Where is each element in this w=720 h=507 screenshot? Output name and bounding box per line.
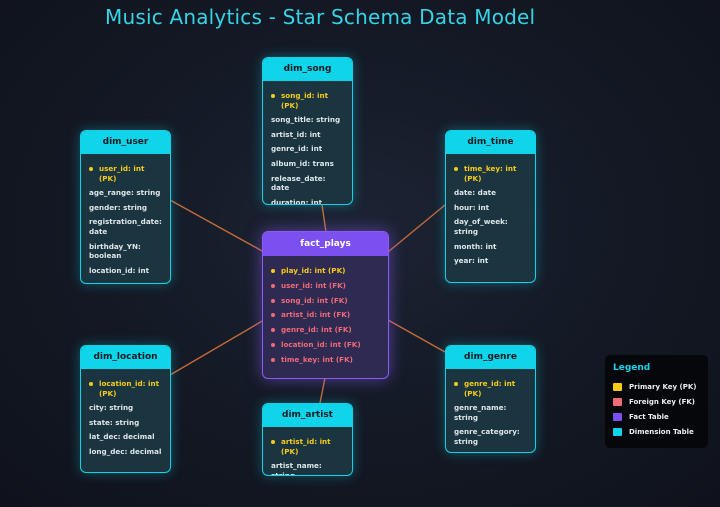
column-row: genre_name: string — [454, 403, 507, 422]
column-list: time_key: int (PK) date: date hour: int day… — [446, 154, 535, 275]
foreign-key-column: time_key: int (FK) — [271, 355, 382, 365]
legend-swatch — [613, 427, 622, 436]
column-row: lat_dec: decimal — [89, 432, 155, 442]
foreign-key-column: user_id: int (FK) — [271, 281, 382, 291]
primary-key-column: artist_id: int (PK) — [271, 437, 346, 456]
relationship-line-song — [321, 204, 327, 233]
foreign-key-column: location_id: int (FK) — [271, 340, 382, 350]
legend-item-primary-key: Primary Key (PK) — [613, 379, 700, 394]
column-row: location_id: int — [89, 265, 150, 275]
table-header: dim_genre — [446, 346, 535, 369]
column-row: city: string — [89, 403, 134, 413]
relationship-line-genre — [387, 319, 446, 353]
legend-swatch — [613, 397, 622, 406]
column-row: artist_id: int — [271, 129, 321, 139]
column-row: genre_category: string — [454, 427, 520, 446]
foreign-key-column: genre_id: int (FK) — [271, 325, 382, 335]
column-row: age_range: string — [89, 188, 161, 198]
table-dim-time[interactable]: dim_time time_key: int (PK) date: date hou… — [445, 130, 536, 283]
table-header: dim_song — [263, 58, 352, 81]
table-dim-genre[interactable]: dim_genre genre_id: int (PK) genre_name: … — [445, 345, 536, 453]
column-row: duration: int — [271, 197, 323, 205]
legend-item-dimension-table: Dimension Table — [613, 424, 700, 439]
legend-item-foreign-key: Foreign Key (FK) — [613, 394, 700, 409]
table-header: dim_artist — [263, 404, 352, 427]
column-row: release_date: date — [271, 173, 326, 193]
column-row: month: int — [454, 241, 497, 251]
column-row: registration_date: date — [89, 217, 162, 236]
table-dim-artist[interactable]: dim_artist artist_id: int (PK) artist_nam… — [262, 403, 353, 476]
column-row: date: date — [454, 188, 496, 198]
table-header: dim_location — [81, 346, 170, 369]
legend-item-fact-table: Fact Table — [613, 409, 700, 424]
column-list: artist_id: int (PK) artist_name: string — [263, 427, 352, 476]
relationship-line-artist — [319, 377, 326, 404]
primary-key-column: song_id: int (PK) — [271, 91, 346, 110]
column-row: artist_name: string — [271, 461, 322, 476]
legend-swatch — [613, 412, 622, 421]
column-row: long_dec: decimal — [89, 446, 162, 456]
table-dim-location[interactable]: dim_location location_id: int (PK) city: … — [80, 345, 171, 473]
column-list: genre_id: int (PK) genre_name: string genr… — [446, 369, 535, 452]
primary-key-column: genre_id: int (PK) — [454, 379, 529, 398]
column-row: state: string — [89, 417, 140, 427]
table-fact-plays[interactable]: fact_plays play_id: int (PK) user_id: int… — [262, 231, 389, 379]
primary-key-column: location_id: int (PK) — [89, 379, 164, 398]
page-title: Music Analytics - Star Schema Data Model — [105, 5, 536, 29]
legend-label: Foreign Key (FK) — [629, 397, 695, 406]
legend-title: Legend — [613, 363, 651, 373]
column-list: song_id: int (PK) song_title: string artis… — [263, 81, 352, 205]
column-row: day_of_week: string — [454, 217, 508, 236]
legend-label: Dimension Table — [629, 427, 694, 436]
legend-swatch — [613, 382, 622, 391]
primary-key-column: time_key: int (PK) — [454, 164, 529, 183]
column-row: hour: int — [454, 202, 490, 212]
foreign-key-column: artist_id: int (FK) — [271, 310, 382, 320]
column-row: song_title: string — [271, 115, 341, 125]
table-header: dim_time — [446, 131, 535, 154]
relationship-line-user — [169, 199, 265, 253]
table-header: dim_user — [81, 131, 170, 154]
column-row: birthday_YN: boolean — [89, 241, 141, 261]
relationship-line-location — [169, 319, 265, 376]
foreign-key-column: song_id: int (FK) — [271, 296, 382, 306]
primary-key-column: user_id: int (PK) — [89, 164, 164, 183]
primary-key-column: play_id: int (PK) — [271, 266, 382, 276]
column-row: genre_id: int — [271, 144, 323, 154]
relationship-line-time — [387, 204, 446, 253]
table-header: fact_plays — [263, 232, 388, 256]
column-row: gender: string — [89, 202, 148, 212]
legend-label: Fact Table — [629, 412, 669, 421]
table-dim-user[interactable]: dim_user user_id: int (PK) age_range: str… — [80, 130, 171, 284]
legend: Legend Primary Key (PK) Foreign Key (FK)… — [605, 355, 708, 448]
column-list: location_id: int (PK) city: string state: … — [81, 369, 170, 466]
column-row: year: int — [454, 256, 489, 266]
legend-label: Primary Key (PK) — [629, 382, 697, 391]
column-list: user_id: int (PK) age_range: string gender… — [81, 154, 170, 283]
table-dim-song[interactable]: dim_song song_id: int (PK) song_title: st… — [262, 57, 353, 205]
column-list: play_id: int (PK) user_id: int (FK) song_i… — [263, 256, 388, 373]
column-row: album_id: trans — [271, 158, 334, 168]
